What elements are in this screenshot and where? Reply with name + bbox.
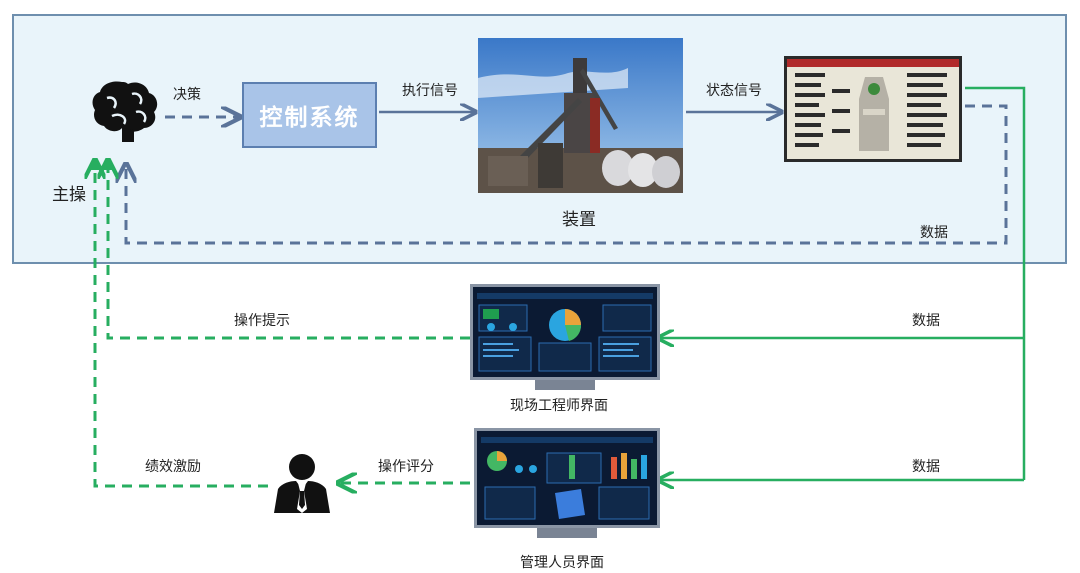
blast-furnace-photo [478, 38, 683, 193]
feedback-data-loop [126, 104, 1008, 245]
hmi-status-screen [784, 56, 962, 162]
data-label-manager: 数据 [912, 459, 940, 475]
incentive-label: 绩效激励 [145, 459, 201, 475]
control-system-label: 控制系统 [259, 104, 360, 131]
decision-label: 决策 [173, 87, 201, 103]
manager-screen-label: 管理人员界面 [520, 555, 604, 571]
engineer-monitor [470, 284, 660, 390]
device-label: 装置 [562, 210, 596, 230]
data-label-engineer: 数据 [912, 313, 940, 329]
control-system-box: 控制系统 [242, 82, 377, 148]
engineer-screen-label: 现场工程师界面 [510, 398, 608, 414]
businessman-icon [274, 454, 330, 513]
data-label-top: 数据 [920, 225, 948, 241]
operator-label: 主操 [52, 185, 86, 205]
status-signal-label: 状态信号 [706, 83, 762, 99]
exec-signal-label: 执行信号 [402, 83, 458, 99]
data-line-main [965, 86, 1026, 480]
incentive-arrow [95, 162, 268, 488]
hint-label: 操作提示 [234, 313, 290, 329]
manager-monitor [474, 428, 660, 538]
hint-arrow [108, 162, 470, 340]
score-label: 操作评分 [378, 459, 434, 475]
brain-icon [92, 81, 158, 142]
